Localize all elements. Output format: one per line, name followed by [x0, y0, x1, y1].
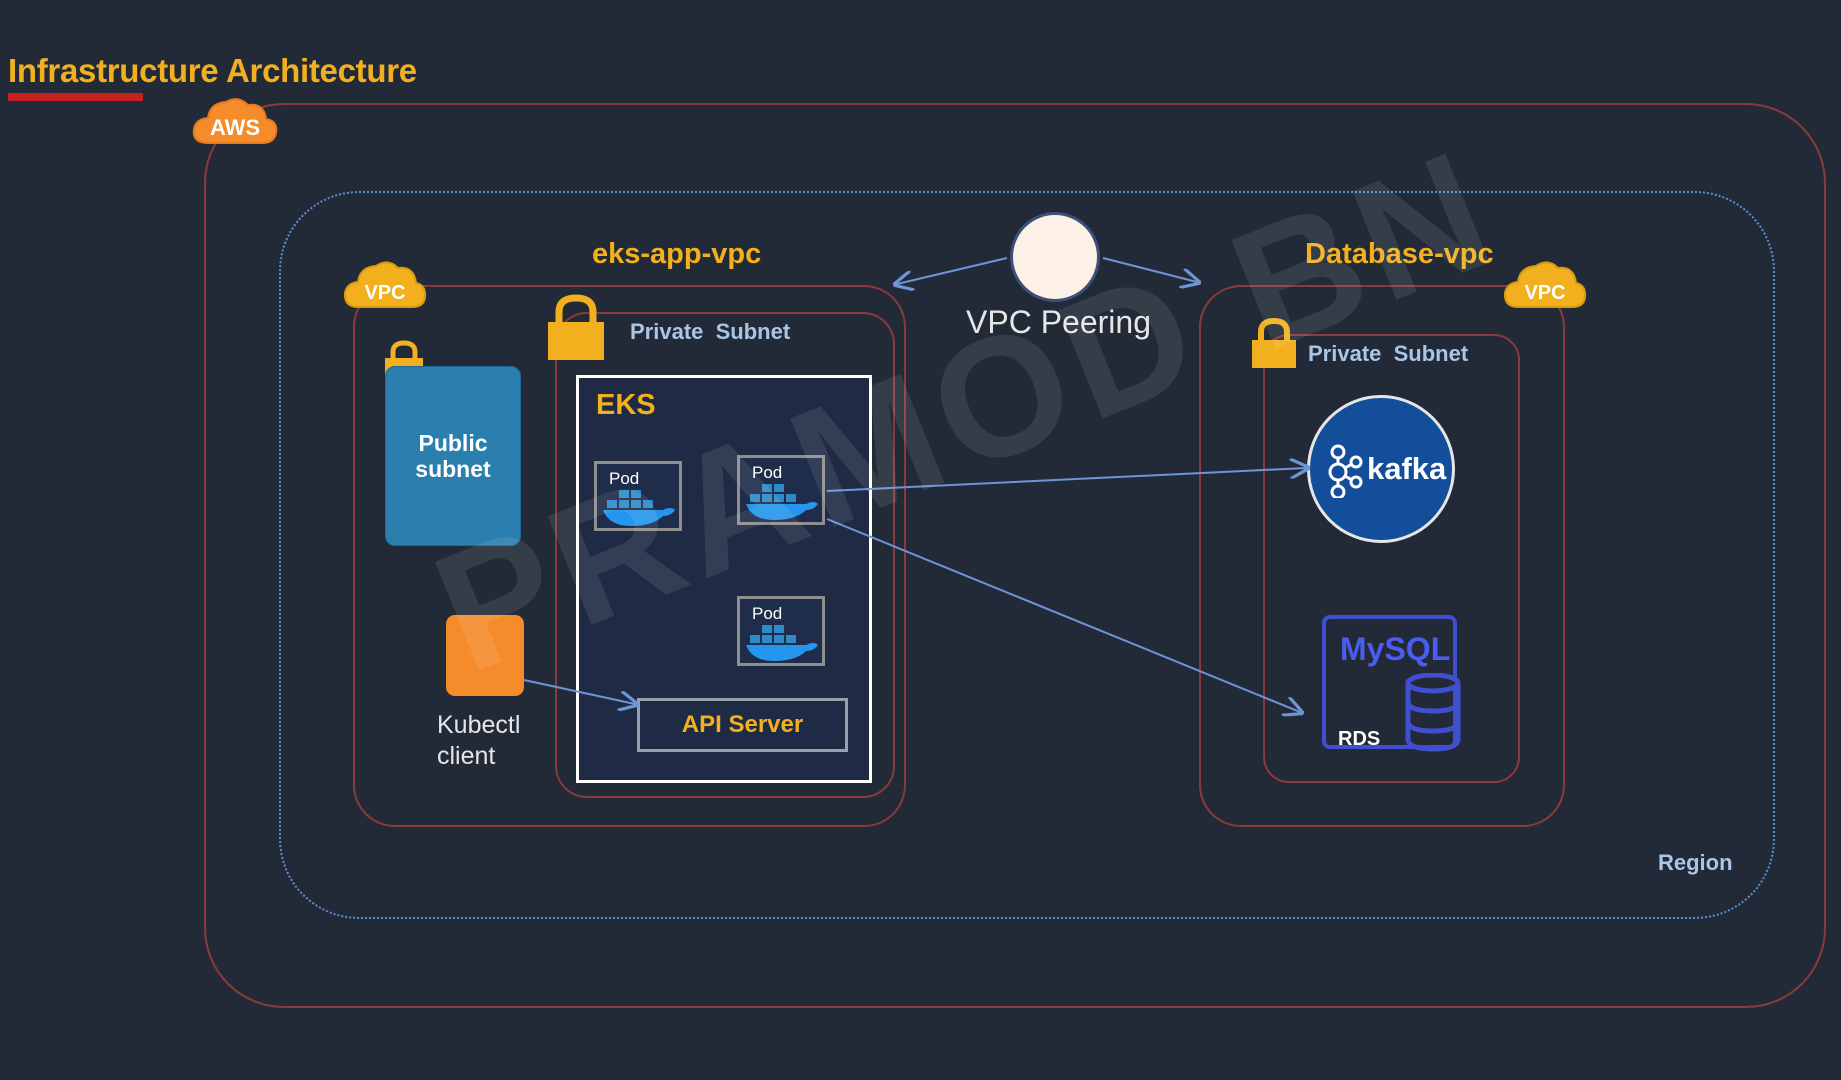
aws-cloud-label: AWS: [210, 115, 260, 140]
database-vpc-container: [1199, 285, 1565, 827]
vpc-cloud-icon: VPC: [343, 261, 427, 308]
pod: Pod: [737, 596, 825, 666]
kubectl-to-api-arrow: [523, 679, 635, 704]
mysql-rds-node: MySQL RDS: [1322, 615, 1461, 752]
aws-cloud-icon: AWS: [192, 98, 278, 144]
aws-container: [204, 103, 1826, 1008]
pod-to-kafka-arrow: [826, 468, 1306, 492]
peering-arrow-right: [1102, 257, 1197, 282]
docker-whale-icon: [603, 490, 675, 526]
api-server: API Server: [637, 698, 848, 752]
peering-arrow-left: [897, 257, 1008, 284]
public-subnet: Public subnet: [385, 366, 521, 546]
database-icon: [1405, 673, 1461, 752]
lock-icon: [1252, 318, 1296, 368]
kubectl-client-icon: [446, 615, 524, 696]
vpc-cloud-icon: VPC: [1503, 261, 1587, 308]
pod: Pod: [594, 461, 682, 531]
vpc-left-label: VPC: [364, 282, 405, 304]
kafka-label: kafka: [1367, 451, 1447, 486]
eks-label: EKS: [596, 389, 656, 421]
database-vpc-label: Database-vpc: [1305, 238, 1494, 270]
api-server-label: API Server: [681, 711, 804, 738]
region-label: Region: [1658, 850, 1733, 875]
lock-icon: [548, 294, 604, 360]
db-private-subnet-label: Private Subnet: [1308, 341, 1469, 366]
eks-private-subnet-label: Private Subnet: [630, 319, 791, 344]
mysql-label: MySQL: [1340, 631, 1451, 667]
vpc-peering-label: VPC Peering: [966, 304, 1151, 340]
eks-private-subnet-container: [555, 312, 895, 798]
pod: Pod: [737, 455, 825, 525]
diagram-title: Infrastructure Architecture: [8, 52, 417, 89]
vpc-peering-node: [1010, 212, 1100, 302]
kubectl-client-label: Kubectl client: [437, 711, 521, 770]
kafka-node: kafka: [1307, 395, 1455, 543]
region-container: [279, 191, 1775, 919]
db-private-subnet-container: [1263, 334, 1520, 783]
rds-label: RDS: [1338, 728, 1381, 750]
title-underline: [8, 93, 143, 101]
docker-whale-icon: [746, 625, 818, 661]
eks-app-vpc-container: [353, 285, 906, 827]
pod-label: Pod: [609, 469, 640, 488]
vpc-right-label: VPC: [1524, 282, 1565, 304]
docker-whale-icon: [746, 484, 818, 520]
public-subnet-label: Public subnet: [415, 430, 491, 482]
pod-to-mysql-arrow: [826, 518, 1300, 712]
kafka-logo-icon: [1328, 444, 1363, 498]
pod-label: Pod: [752, 463, 783, 482]
eks-app-vpc-label: eks-app-vpc: [592, 238, 762, 270]
pod-label: Pod: [752, 604, 783, 623]
